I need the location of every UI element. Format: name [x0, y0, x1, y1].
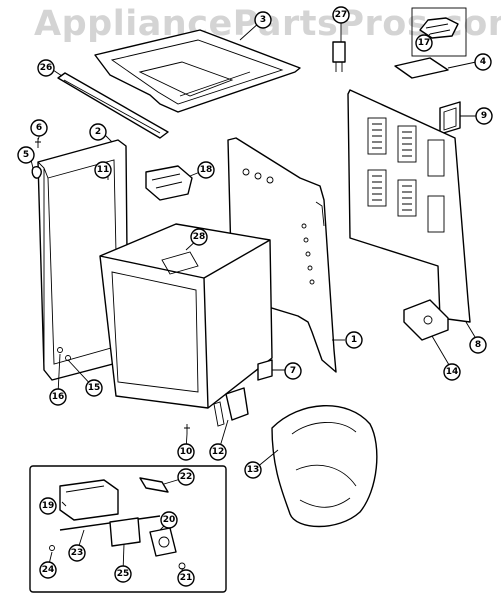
- part-4-bracket: [394, 57, 449, 79]
- callout-21: 21: [177, 569, 195, 587]
- callout-20: 20: [160, 511, 178, 529]
- svg-text:8: 8: [475, 340, 481, 350]
- svg-text:5: 5: [23, 150, 29, 160]
- svg-text:13: 13: [247, 465, 260, 475]
- callout-19: 19: [39, 497, 57, 515]
- svg-text:21: 21: [180, 573, 193, 583]
- part-oven-cavity: [99, 223, 273, 409]
- callout-25: 25: [114, 565, 132, 583]
- svg-text:22: 22: [180, 472, 193, 482]
- callout-13: 13: [244, 461, 262, 479]
- svg-text:15: 15: [88, 383, 101, 393]
- callout-23: 23: [68, 544, 86, 562]
- callout-24: 24: [39, 561, 57, 579]
- svg-text:25: 25: [117, 569, 130, 579]
- svg-text:1: 1: [351, 335, 357, 345]
- callouts: 1 2 3 4 5 6 7 8 9 10 11 12 13 14 15 16 1…: [17, 6, 493, 587]
- callout-15: 15: [85, 379, 103, 397]
- svg-text:7: 7: [290, 366, 296, 376]
- svg-text:16: 16: [52, 392, 65, 402]
- callout-12: 12: [209, 443, 227, 461]
- svg-text:18: 18: [200, 165, 213, 175]
- svg-text:12: 12: [212, 447, 225, 457]
- svg-text:26: 26: [40, 63, 53, 73]
- svg-text:27: 27: [335, 10, 348, 20]
- svg-text:9: 9: [481, 111, 487, 121]
- part-rear-strip: [57, 72, 169, 139]
- svg-text:10: 10: [180, 447, 193, 457]
- svg-text:3: 3: [260, 15, 266, 25]
- svg-text:6: 6: [36, 123, 42, 133]
- svg-text:28: 28: [193, 232, 206, 242]
- detail-inset: [29, 465, 227, 593]
- part-clip: [411, 7, 467, 57]
- svg-text:4: 4: [480, 57, 486, 67]
- part-12-hinge: [213, 387, 249, 427]
- svg-text:24: 24: [42, 565, 55, 575]
- callout-3: 3: [254, 11, 272, 29]
- part-side-panel: [227, 137, 337, 373]
- callout-6: 6: [30, 119, 48, 137]
- part-switch: [332, 41, 346, 72]
- part-9-box: [439, 101, 461, 135]
- callout-27: 27: [332, 6, 350, 24]
- callout-4: 4: [474, 53, 492, 71]
- callout-18: 18: [197, 161, 215, 179]
- svg-text:19: 19: [42, 501, 55, 511]
- callout-9: 9: [475, 107, 493, 125]
- part-7-clip: [257, 359, 273, 381]
- callout-17: 17: [415, 34, 433, 52]
- callout-28: 28: [190, 228, 208, 246]
- part-14-bracket: [403, 299, 449, 341]
- svg-text:11: 11: [97, 165, 110, 175]
- part-18-bracket: [145, 165, 193, 201]
- svg-text:17: 17: [418, 38, 431, 48]
- callout-22: 22: [177, 468, 195, 486]
- callout-5: 5: [17, 146, 35, 164]
- svg-text:14: 14: [446, 367, 459, 377]
- part-insulation: [271, 405, 378, 528]
- callout-8: 8: [469, 336, 487, 354]
- callout-14: 14: [443, 363, 461, 381]
- callout-1: 1: [345, 331, 363, 349]
- callout-10: 10: [177, 443, 195, 461]
- callout-26: 26: [37, 59, 55, 77]
- svg-text:23: 23: [71, 548, 84, 558]
- callout-7: 7: [284, 362, 302, 380]
- part-top-panel: [94, 29, 301, 113]
- svg-text:20: 20: [163, 515, 176, 525]
- callout-16: 16: [49, 388, 67, 406]
- callout-11: 11: [94, 161, 112, 179]
- callout-2: 2: [89, 123, 107, 141]
- part-10-screw: [184, 424, 190, 434]
- svg-text:2: 2: [95, 127, 101, 137]
